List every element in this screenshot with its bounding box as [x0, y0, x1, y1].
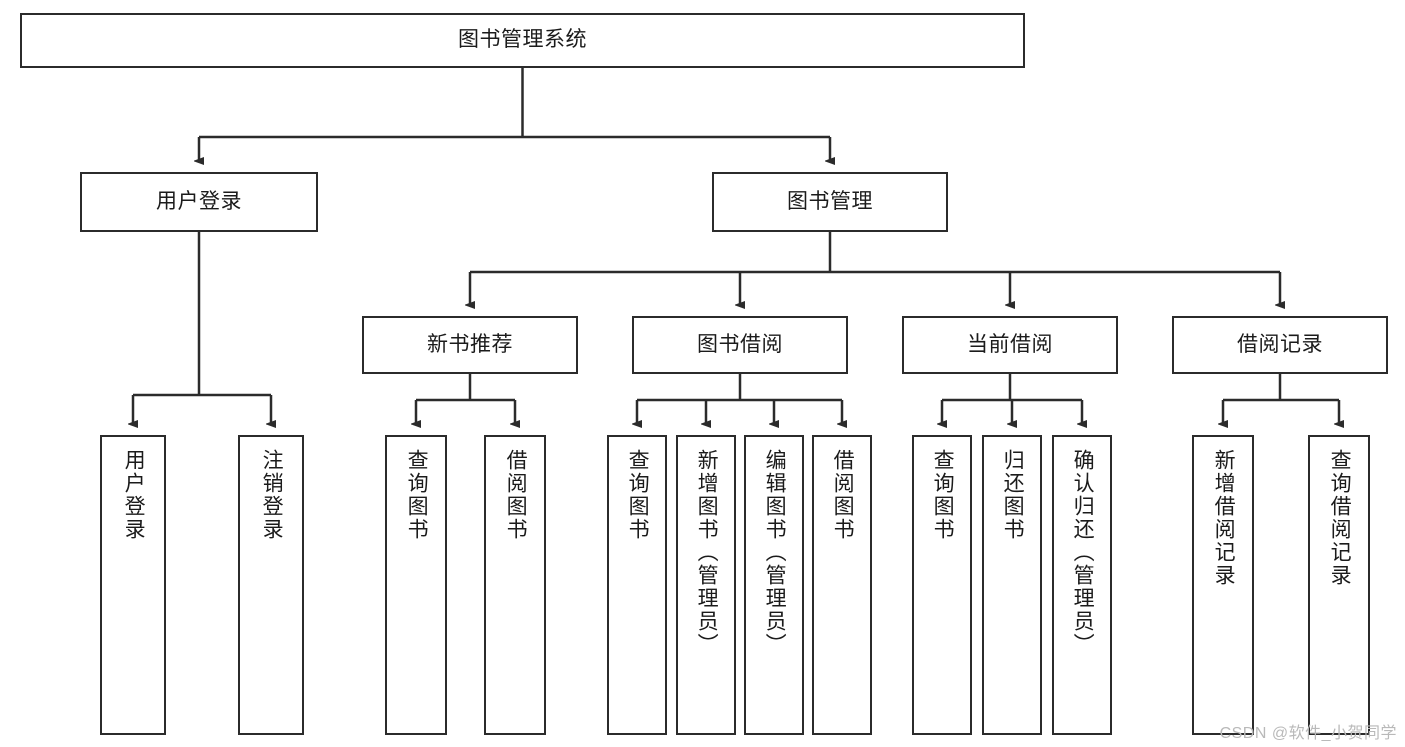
node-label: 归还图书	[1001, 449, 1025, 541]
node-leaf-cur-return[interactable]: 归还图书	[982, 435, 1042, 735]
node-leaf-cur-confirm[interactable]: 确认归还（管理员）	[1052, 435, 1112, 735]
node-label: 借阅记录	[1237, 332, 1323, 356]
node-leaf-bw-add[interactable]: 新增图书（管理员）	[676, 435, 736, 735]
node-label: 新增借阅记录	[1212, 449, 1236, 587]
node-bookmgmt[interactable]: 图书管理	[712, 172, 948, 232]
node-label: 图书管理	[787, 189, 873, 213]
node-leaf-nb-search[interactable]: 查询图书	[385, 435, 447, 735]
node-leaf-bw-search[interactable]: 查询图书	[607, 435, 667, 735]
node-label: 图书借阅	[697, 332, 783, 356]
node-newbook[interactable]: 新书推荐	[362, 316, 578, 374]
node-leaf-rec-add[interactable]: 新增借阅记录	[1192, 435, 1254, 735]
node-label: 注销登录	[260, 449, 284, 541]
node-label: 编辑图书（管理员）	[763, 449, 787, 656]
node-leaf-bw-edit[interactable]: 编辑图书（管理员）	[744, 435, 804, 735]
edge-paths	[133, 68, 1339, 424]
node-label: 借阅图书	[831, 449, 855, 541]
node-current[interactable]: 当前借阅	[902, 316, 1118, 374]
node-label: 查询图书	[405, 449, 429, 541]
node-leaf-user-login[interactable]: 用户登录	[100, 435, 166, 735]
node-label: 当前借阅	[967, 332, 1053, 356]
node-leaf-bw-borrow[interactable]: 借阅图书	[812, 435, 872, 735]
node-leaf-rec-search[interactable]: 查询借阅记录	[1308, 435, 1370, 735]
node-leaf-user-logout[interactable]: 注销登录	[238, 435, 304, 735]
node-login[interactable]: 用户登录	[80, 172, 318, 232]
node-label: 查询图书	[626, 449, 650, 541]
node-label: 借阅图书	[504, 449, 528, 541]
node-label: 新书推荐	[427, 332, 513, 356]
node-leaf-cur-search[interactable]: 查询图书	[912, 435, 972, 735]
node-label: 图书管理系统	[458, 28, 587, 52]
node-label: 查询借阅记录	[1328, 449, 1352, 587]
node-leaf-nb-borrow[interactable]: 借阅图书	[484, 435, 546, 735]
node-root[interactable]: 图书管理系统	[20, 13, 1025, 68]
node-label: 用户登录	[156, 189, 242, 213]
node-label: 查询图书	[931, 449, 955, 541]
node-label: 确认归还（管理员）	[1071, 449, 1095, 656]
node-records[interactable]: 借阅记录	[1172, 316, 1388, 374]
node-label: 用户登录	[122, 449, 146, 541]
node-label: 新增图书（管理员）	[695, 449, 719, 656]
node-borrow[interactable]: 图书借阅	[632, 316, 848, 374]
